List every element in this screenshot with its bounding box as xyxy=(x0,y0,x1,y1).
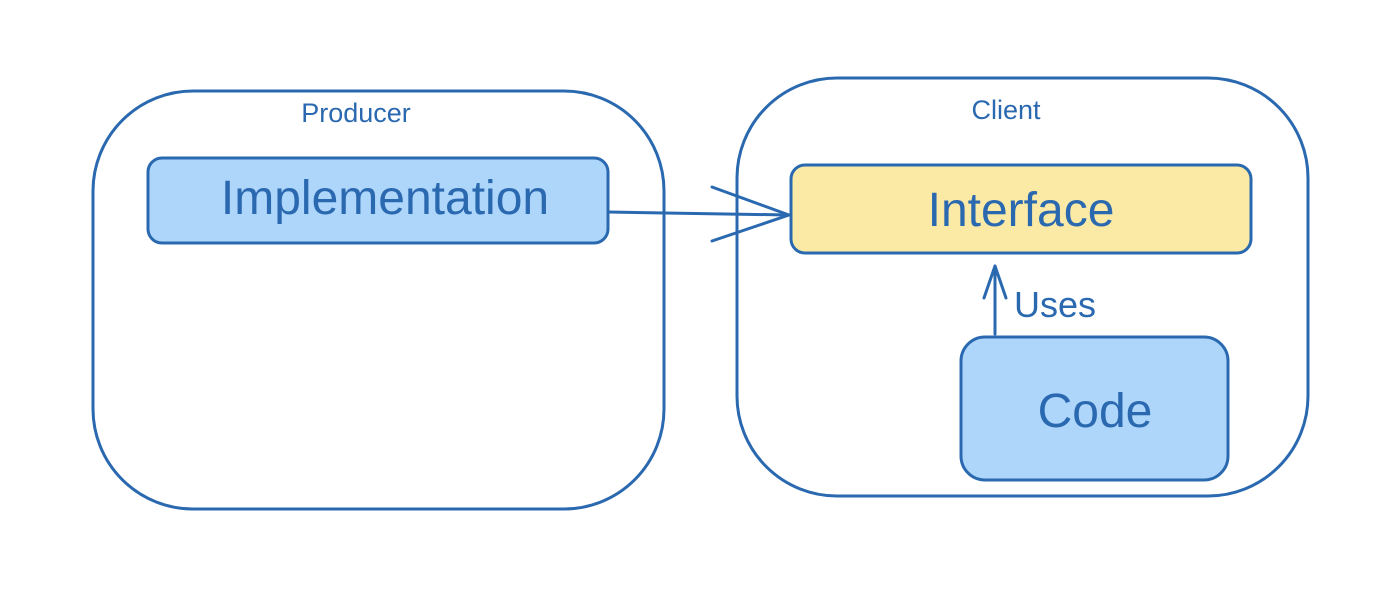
producer-title: Producer xyxy=(301,98,411,128)
implementation-interface-arrowhead xyxy=(710,185,791,243)
interface-node: Interface xyxy=(789,163,1253,255)
implementation-node: Implementation xyxy=(146,156,610,245)
code-box xyxy=(959,335,1230,482)
code-label: Code xyxy=(1038,385,1153,438)
uses-label: Uses xyxy=(1014,284,1096,325)
implementation-label: Implementation xyxy=(221,172,549,225)
code-interface-arrowhead xyxy=(982,264,1008,300)
implementation-box xyxy=(146,156,610,245)
producer-container-border xyxy=(91,89,666,511)
implementation-interface-line xyxy=(606,210,791,217)
interface-box xyxy=(789,163,1253,255)
code-node: Code xyxy=(959,335,1230,482)
interface-label: Interface xyxy=(928,184,1115,237)
client-title: Client xyxy=(971,95,1041,125)
producer-container: Producer xyxy=(91,89,666,511)
code-to-interface-edge: Uses xyxy=(982,264,1096,336)
implementation-to-interface-edge xyxy=(606,185,791,243)
